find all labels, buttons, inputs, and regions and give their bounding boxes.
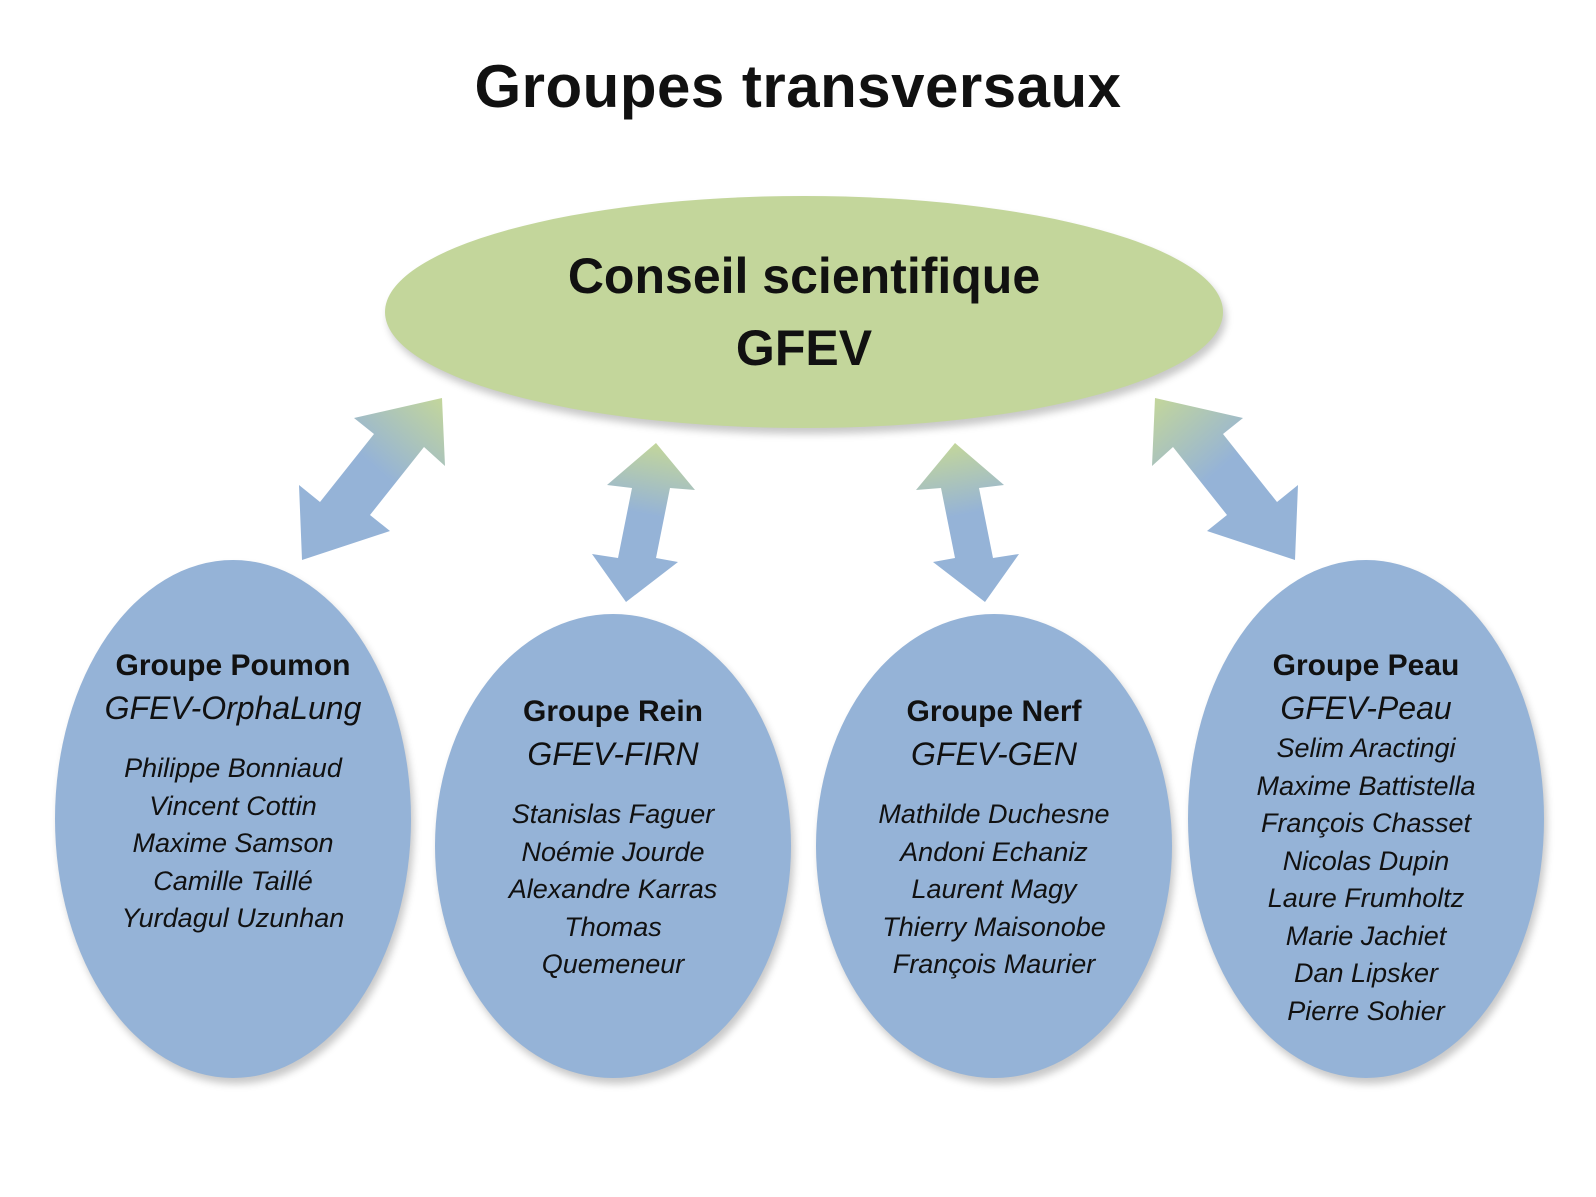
- member-name: Andoni Echaniz: [900, 836, 1088, 867]
- group-title: Groupe Peau: [1272, 649, 1460, 682]
- council-title: Conseil scientifique: [567, 248, 1041, 304]
- council-subtitle: GFEV: [735, 320, 873, 376]
- member-name: Marie Jachiet: [1285, 920, 1447, 951]
- arrow-rein: [592, 443, 695, 602]
- council-ellipse: Conseil scientifique GFEV: [385, 196, 1223, 428]
- group-peau-ellipse: Groupe Peau GFEV-Peau Selim Aractingi Ma…: [1188, 560, 1544, 1078]
- member-name: Maxime Battistella: [1256, 770, 1476, 801]
- member-name: Selim Aractingi: [1276, 733, 1456, 763]
- group-subtitle: GFEV-FIRN: [527, 736, 699, 772]
- member-name: Stanislas Faguer: [511, 799, 715, 829]
- group-title: Groupe Poumon: [115, 649, 351, 682]
- group-subtitle: GFEV-OrphaLung: [104, 690, 362, 726]
- group-title: Groupe Rein: [522, 695, 703, 728]
- member-name: Yurdagul Uzunhan: [121, 903, 345, 933]
- member-name: Vincent Cottin: [149, 790, 317, 821]
- arrow-nerf: [916, 443, 1019, 602]
- member-name: Mathilde Duchesne: [878, 799, 1110, 829]
- group-poumon-ellipse: Groupe Poumon GFEV-OrphaLung Philippe Bo…: [55, 560, 411, 1078]
- member-name: Laurent Magy: [911, 874, 1077, 904]
- group-rein-ellipse: Groupe Rein GFEV-FIRN Stanislas Faguer N…: [435, 614, 791, 1078]
- group-nerf-ellipse: Groupe Nerf GFEV-GEN Mathilde Duchesne A…: [816, 614, 1172, 1078]
- member-name: Nicolas Dupin: [1282, 845, 1450, 876]
- group-subtitle: GFEV-GEN: [911, 736, 1077, 772]
- member-name: François Chasset: [1260, 808, 1472, 838]
- page-title: Groupes transversaux: [474, 53, 1122, 120]
- member-name: François Maurier: [892, 949, 1096, 979]
- member-name: Thomas: [564, 911, 662, 942]
- group-title: Groupe Nerf: [906, 695, 1082, 728]
- member-name: Alexandre Karras: [508, 874, 718, 904]
- arrow-poumon: [299, 398, 445, 560]
- group-subtitle: GFEV-Peau: [1280, 690, 1452, 726]
- member-name: Noémie Jourde: [521, 836, 705, 867]
- member-name: Maxime Samson: [132, 828, 334, 858]
- member-name: Philippe Bonniaud: [124, 753, 342, 783]
- member-name: Laure Frumholtz: [1267, 883, 1465, 913]
- member-name: Thierry Maisonobe: [882, 911, 1106, 942]
- member-name: Camille Taillé: [153, 865, 313, 896]
- member-name: Dan Lipsker: [1293, 958, 1439, 988]
- member-name: Quemeneur: [541, 949, 685, 979]
- member-name: Pierre Sohier: [1287, 995, 1445, 1026]
- arrow-peau: [1152, 398, 1298, 560]
